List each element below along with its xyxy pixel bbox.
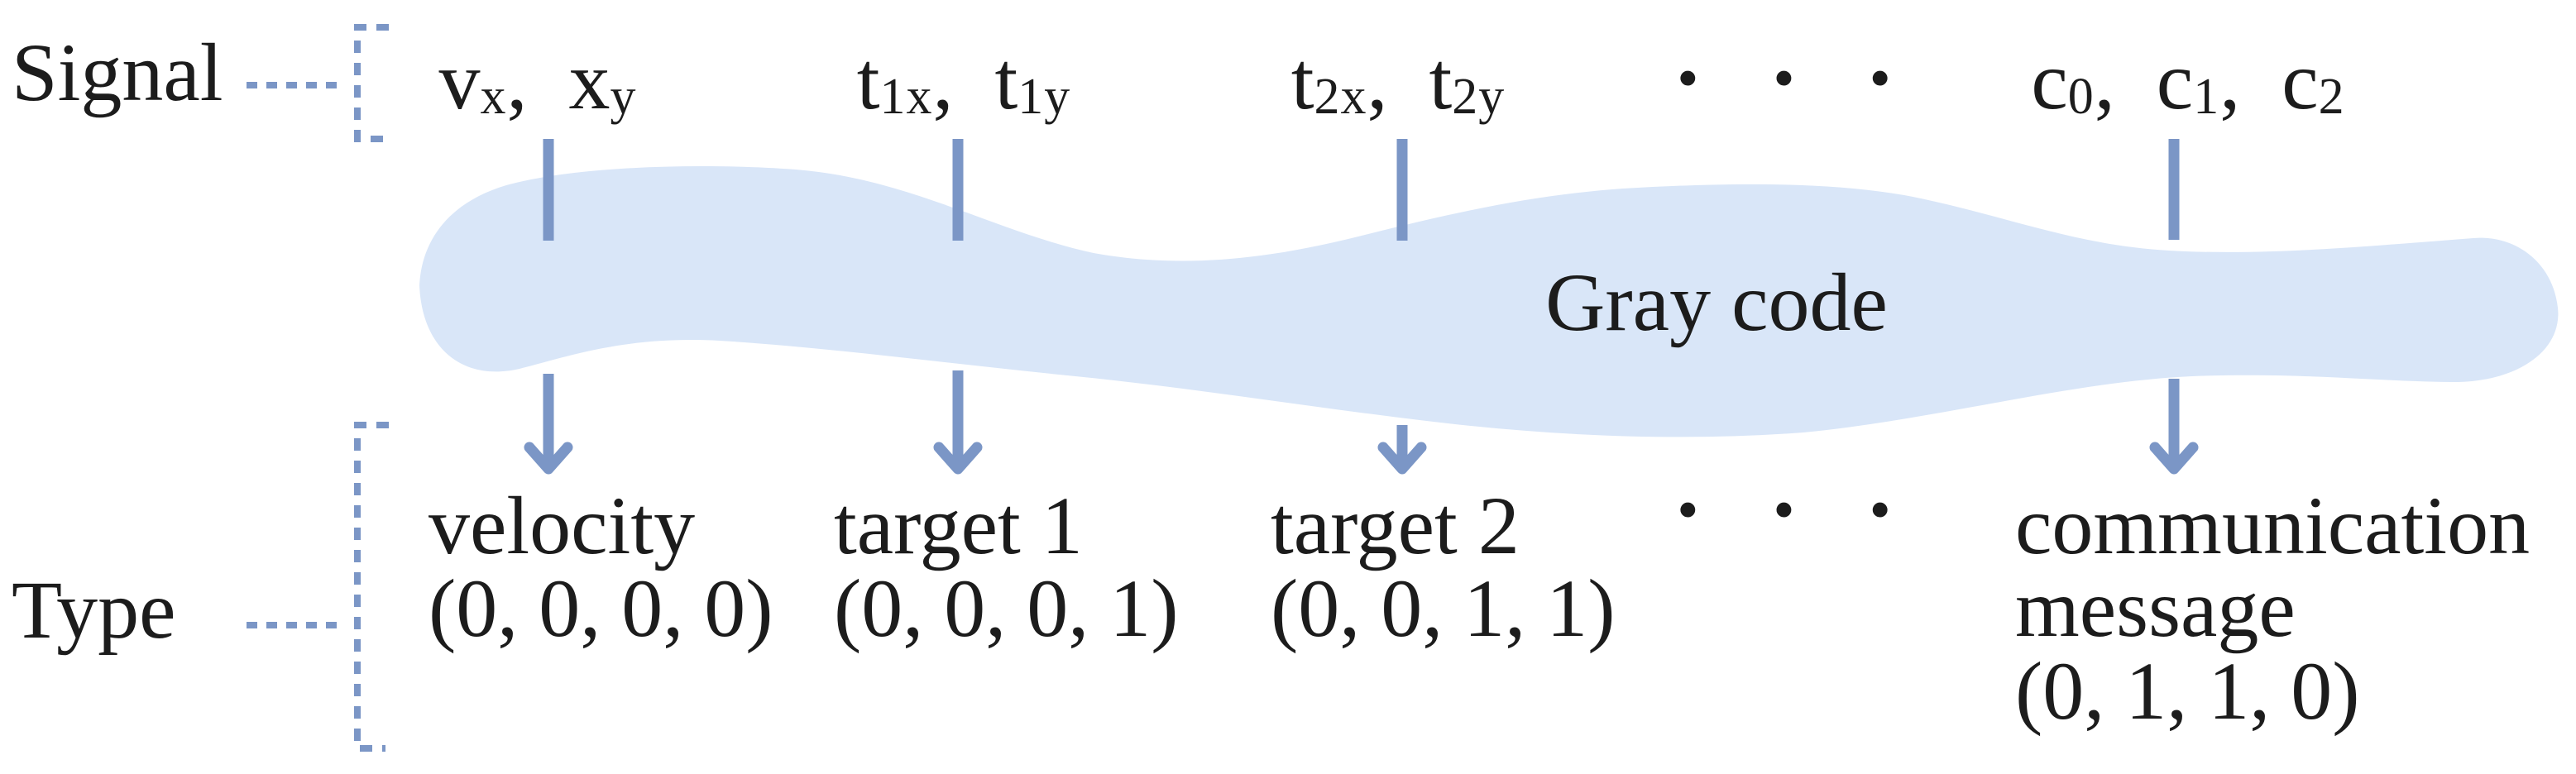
signal-label-velocity: vx, xy — [438, 35, 637, 127]
signal-label-target1: t1x, t1y — [856, 35, 1071, 127]
type-ellipsis: · · · — [1673, 459, 1918, 560]
type-block-velocity: velocity (0, 0, 0, 0) — [429, 485, 892, 650]
type-code-target2: (0, 0, 1, 1) — [1271, 562, 1616, 654]
type-code-target1: (0, 0, 0, 1) — [834, 562, 1179, 654]
type-block-target2: target 2 (0, 0, 1, 1) — [1271, 485, 1734, 650]
type-name-target2: target 2 — [1271, 480, 1520, 571]
type-name-velocity: velocity — [429, 480, 696, 571]
signal-row-label: Signal — [12, 26, 223, 118]
type-block-target1: target 1 (0, 0, 0, 1) — [834, 485, 1297, 650]
gray-code-band-shape — [419, 166, 2559, 437]
type-row-label: Type — [12, 564, 176, 656]
type-arrow-comm — [2149, 379, 2199, 475]
signal-label-communication: c0, c1, c2 — [2031, 35, 2345, 127]
type-arrow-velocity — [524, 374, 573, 475]
type-arrow-target1 — [933, 370, 983, 475]
gray-code-band-label: Gray code — [1545, 256, 1888, 348]
type-arrow-target2 — [1377, 425, 1427, 475]
type-name-communication: communication message — [2015, 480, 2531, 654]
signal-bracket — [354, 24, 389, 142]
type-bracket — [354, 422, 389, 752]
signal-label-target2: t2x, t2y — [1290, 35, 1506, 127]
type-code-velocity: (0, 0, 0, 0) — [429, 562, 773, 654]
type-block-communication: communication message (0, 1, 1, 0) — [2015, 485, 2576, 733]
signal-ellipsis: · · · — [1673, 27, 1918, 128]
type-name-target1: target 1 — [834, 480, 1083, 571]
type-code-communication: (0, 1, 1, 0) — [2015, 645, 2360, 737]
